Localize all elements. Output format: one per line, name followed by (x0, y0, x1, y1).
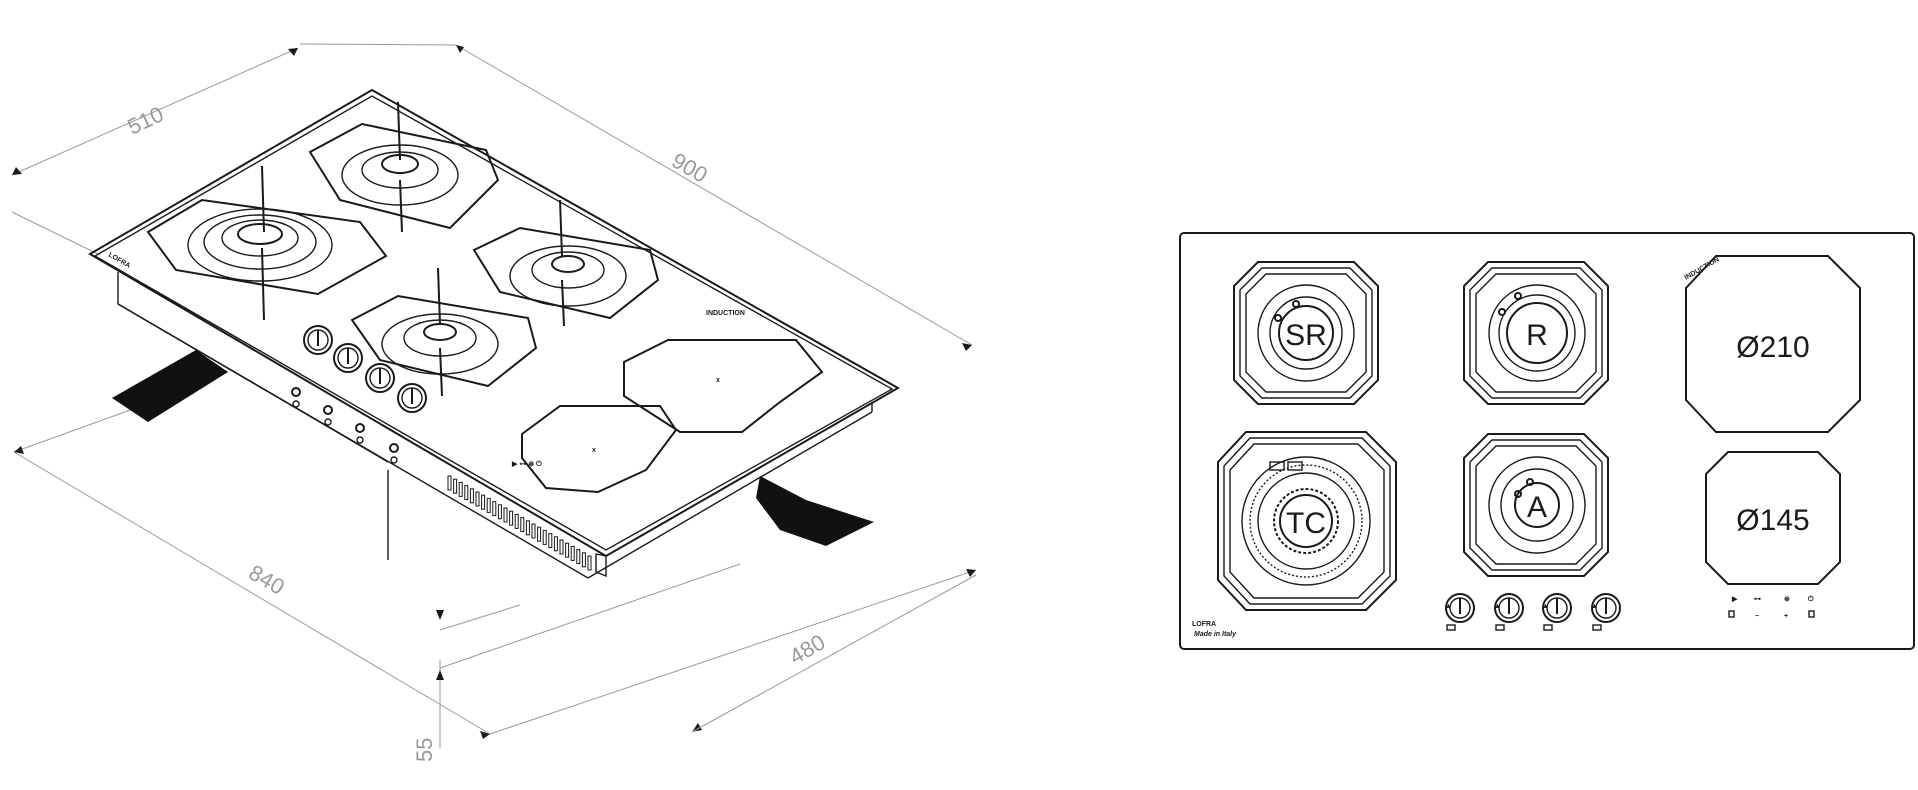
vent-slot (453, 478, 458, 494)
burner-rear-right (472, 199, 660, 327)
hob-outline (1179, 232, 1915, 650)
svg-text:▲: ▲ (1445, 603, 1452, 610)
isometric-view: 510 900 840 480 55 (11, 43, 977, 762)
vent-slot (576, 549, 581, 565)
vent-slot (587, 555, 592, 571)
induction-zone-small-iso: x (521, 405, 678, 494)
burner-tc: TC (1217, 431, 1397, 611)
burner-a: A (1463, 433, 1609, 577)
dim-height: 55 (412, 738, 437, 762)
vent-slot (537, 526, 542, 542)
burner-tc-label: TC (1286, 507, 1326, 540)
vent-slot (559, 539, 564, 555)
dimension-lines (11, 43, 977, 748)
vent-slot (553, 536, 558, 552)
touch-controls: ▶ ⊶ ⊛ ⏻ − + (1728, 595, 1815, 620)
burner-r-label: R (1526, 319, 1548, 352)
svg-text:x: x (592, 447, 596, 454)
vent-slot (447, 475, 452, 491)
burner-front-right (350, 267, 538, 397)
top-induction-label: INDUCTION (1684, 256, 1721, 282)
burner-a-label: A (1527, 491, 1547, 524)
vent-slot (581, 552, 586, 568)
power-icon[interactable]: ⏻ (1808, 595, 1814, 603)
induction-zone-210: Ø210 (1685, 255, 1861, 433)
vent-slot (565, 542, 570, 558)
svg-text:▲: ▲ (1542, 603, 1549, 610)
iso-knobs: ▶ ⊶ ⊛ ⏻ (291, 325, 542, 468)
vent-slot (548, 533, 553, 549)
vent-slot (469, 488, 474, 504)
vent-slot (520, 517, 525, 533)
induction-zone-145: Ø145 (1705, 451, 1841, 585)
minus-button[interactable]: − (1755, 613, 1759, 620)
plus-button[interactable]: + (1784, 613, 1788, 620)
cutout-block-left (112, 350, 228, 422)
vent-slot (542, 529, 547, 545)
top-knobs: ▲ ▲ ▲ ▲ (1445, 593, 1621, 631)
boost-icon[interactable]: ⊛ (1784, 596, 1790, 603)
vent-slot (475, 491, 480, 507)
vent-slot (509, 510, 514, 526)
dim-cutout-width: 840 (245, 560, 289, 600)
svg-text:▲: ▲ (1494, 603, 1501, 610)
play-icon[interactable]: ▶ (1731, 596, 1738, 603)
vent-slot (525, 520, 530, 536)
top-view: SR R TC (1179, 232, 1915, 650)
burner-sr-label: SR (1285, 319, 1327, 352)
cutout-block-right (756, 476, 874, 546)
vent-slot (503, 507, 508, 523)
iso-induction-label: INDUCTION (706, 310, 745, 317)
burner-r: R (1463, 261, 1609, 405)
induction-zone-large-iso: x (623, 339, 824, 433)
svg-text:▲: ▲ (1591, 603, 1598, 610)
dim-width-top: 900 (668, 148, 712, 188)
burner-front-left (146, 165, 388, 321)
svg-text:x: x (716, 377, 720, 384)
vent-slot (492, 501, 497, 517)
vent-slot (570, 545, 575, 561)
vent-slot (486, 497, 491, 513)
vent-slot (514, 513, 519, 529)
svg-text:▶ ⊶ ⊛ ⏻: ▶ ⊶ ⊛ ⏻ (511, 460, 542, 468)
dim-depth-top: 510 (124, 101, 168, 139)
vent-slot (464, 485, 469, 501)
vent-slot (531, 523, 536, 539)
burner-sr: SR (1233, 261, 1379, 405)
induction-zone-210-label: Ø210 (1736, 331, 1809, 364)
brand-tagline: Made in Italy (1194, 631, 1237, 638)
vent-slot (458, 481, 463, 497)
vent-slot (481, 494, 486, 510)
dim-cutout-depth: 480 (785, 629, 829, 669)
cooktop-body (88, 88, 901, 579)
induction-zone-145-label: Ø145 (1736, 504, 1809, 537)
vent-slot (497, 504, 502, 520)
key-icon[interactable]: ⊶ (1754, 596, 1761, 603)
burner-rear-left (308, 101, 500, 233)
vent-slots (447, 475, 592, 571)
top-brand-logo: LOFRA (1192, 621, 1216, 628)
